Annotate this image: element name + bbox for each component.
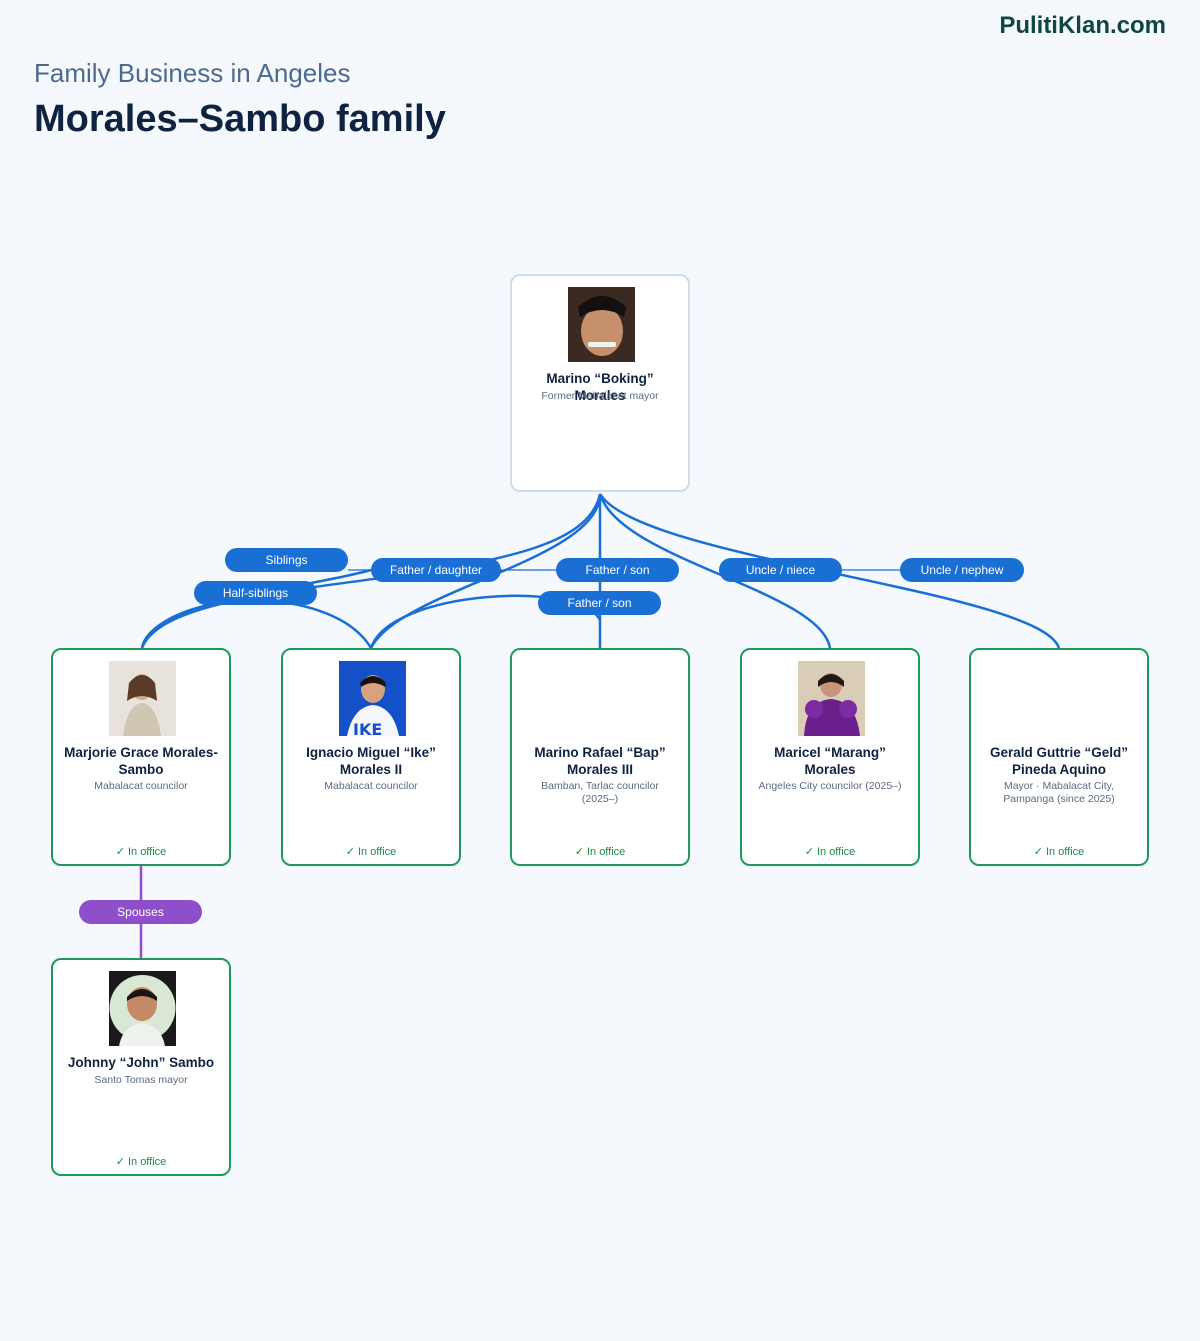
person-role: Mabalacat councilor — [94, 780, 188, 792]
portrait-photo — [568, 287, 635, 362]
person-card-ike[interactable]: IKE Ignacio Miguel “Ike” Morales II Maba… — [281, 648, 461, 866]
person-card-marang[interactable]: Maricel “Marang” Morales Angeles City co… — [740, 648, 920, 866]
person-role: Former Mabalacat mayor — [541, 390, 659, 402]
person-name: Marino Rafael “Bap” Morales III — [534, 745, 666, 777]
person-name: Johnny “John” Sambo — [67, 1055, 215, 1070]
page-title: Morales–Sambo family — [34, 98, 446, 140]
link-uncle-niece — [598, 493, 832, 649]
portrait-photo — [109, 661, 176, 736]
person-name: Marino “Boking” Morales — [546, 371, 654, 403]
relation-pill-half-siblings[interactable]: Half-siblings — [194, 581, 317, 605]
person-role: Mayor · Mabalacat City, Pampanga (since … — [1003, 780, 1115, 805]
person-name: Marjorie Grace Morales-Sambo — [64, 745, 218, 777]
person-name: Maricel “Marang” Morales — [774, 745, 886, 777]
portrait-photo — [798, 661, 865, 736]
person-card-john[interactable]: Johnny “John” Sambo Santo Tomas mayor ✓ … — [51, 958, 231, 1176]
portrait-photo: IKE — [339, 661, 406, 736]
person-role: Mabalacat councilor — [324, 780, 418, 792]
person-name: Ignacio Miguel “Ike” Morales II — [306, 745, 436, 777]
relation-pill-uncle-niece[interactable]: Uncle / niece — [719, 558, 842, 582]
person-role: Angeles City councilor (2025–) — [758, 780, 902, 792]
page-kicker: Family Business in Angeles — [34, 58, 351, 88]
relation-pill-father-daughter[interactable]: Father / daughter — [371, 558, 501, 582]
portrait-photo — [109, 971, 176, 1046]
person-card-marjorie[interactable]: Marjorie Grace Morales-Sambo Mabalacat c… — [51, 648, 231, 866]
person-card-geld[interactable]: Gerald Guttrie “Geld” Pineda Aquino Mayo… — [969, 648, 1149, 866]
site-brand[interactable]: PulitiKlan.com — [999, 12, 1166, 39]
person-name: Gerald Guttrie “Geld” Pineda Aquino — [989, 745, 1129, 777]
status-badge: ✓ In office — [115, 846, 167, 858]
status-badge: ✓ In office — [115, 1156, 167, 1168]
relation-pill-siblings[interactable]: Siblings — [225, 548, 348, 572]
person-role: Bamban, Tarlac councilor (2025–) — [541, 780, 659, 805]
person-card-bap[interactable]: Marino Rafael “Bap” Morales III Bamban, … — [510, 648, 690, 866]
person-card-marino-sr[interactable]: Marino “Boking” Morales Former Mabalacat… — [510, 274, 690, 492]
person-role: Santo Tomas mayor — [94, 1074, 188, 1086]
link-half-siblings — [140, 599, 373, 649]
svg-text:IKE: IKE — [353, 720, 382, 736]
status-badge: ✓ In office — [345, 846, 397, 858]
relation-pill-spouses[interactable]: Spouses — [79, 900, 202, 924]
status-badge: ✓ In office — [574, 846, 626, 858]
status-badge: ✓ In office — [1033, 846, 1085, 858]
relation-pill-father-son-ike[interactable]: Father / son — [556, 558, 679, 582]
status-badge: ✓ In office — [804, 846, 856, 858]
relation-pill-father-son-bap[interactable]: Father / son — [538, 591, 661, 615]
relation-pill-uncle-nephew[interactable]: Uncle / nephew — [900, 558, 1024, 582]
